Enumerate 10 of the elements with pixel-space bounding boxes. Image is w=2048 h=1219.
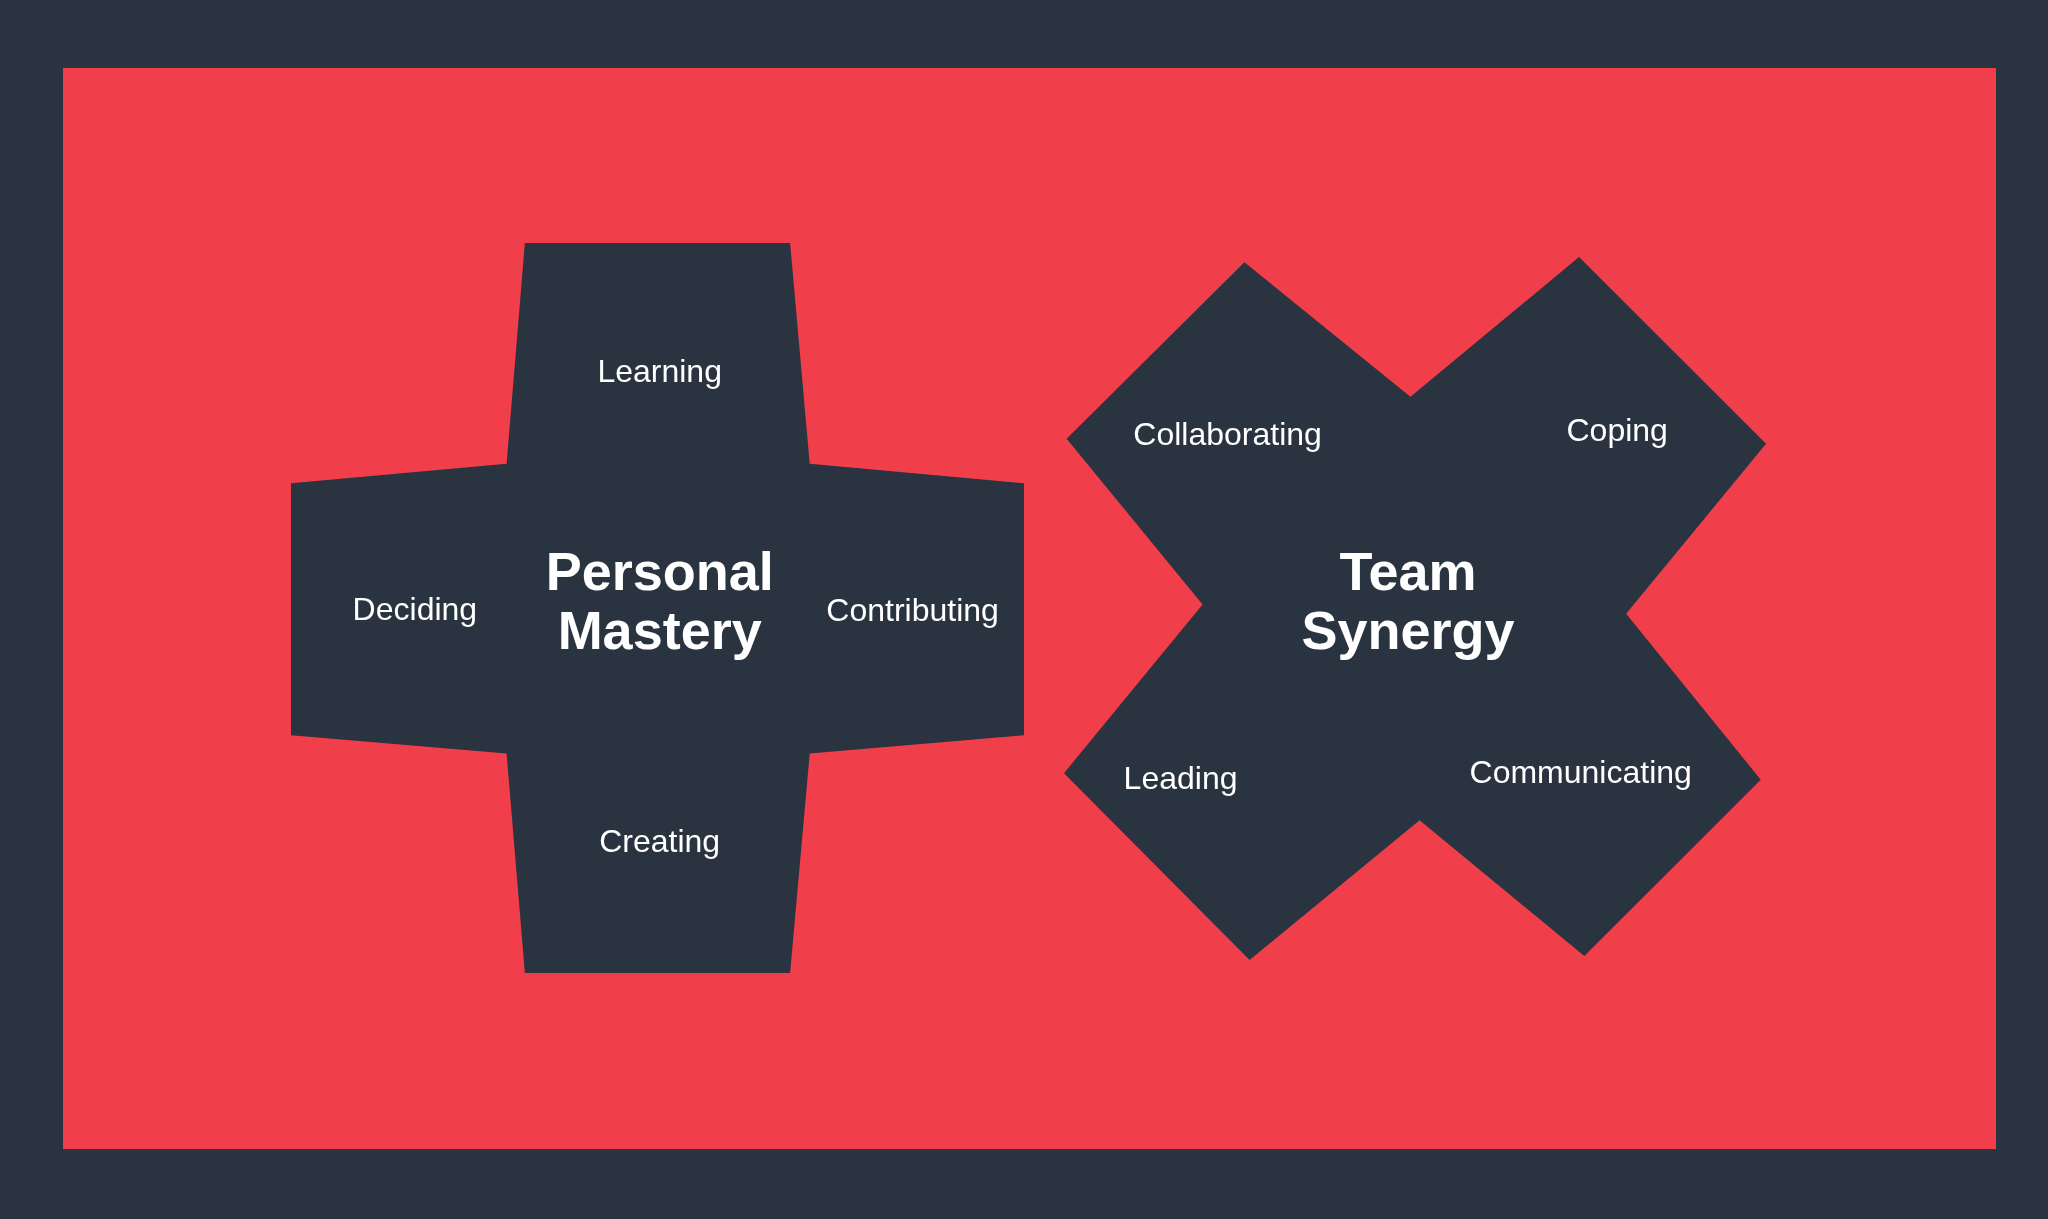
shape-title: Team Synergy <box>1300 541 1516 661</box>
shape-label: Creating <box>599 824 721 860</box>
shape-title: Personal Mastery <box>544 541 775 661</box>
shape-label: Coping <box>1566 413 1668 449</box>
shape-label: Leading <box>1123 761 1238 797</box>
shape-label: Communicating <box>1469 755 1692 791</box>
shape-label: Deciding <box>352 592 478 628</box>
shape-label: Learning <box>597 354 722 390</box>
shape-label: Collaborating <box>1133 417 1322 453</box>
shape-label: Contributing <box>826 593 999 629</box>
